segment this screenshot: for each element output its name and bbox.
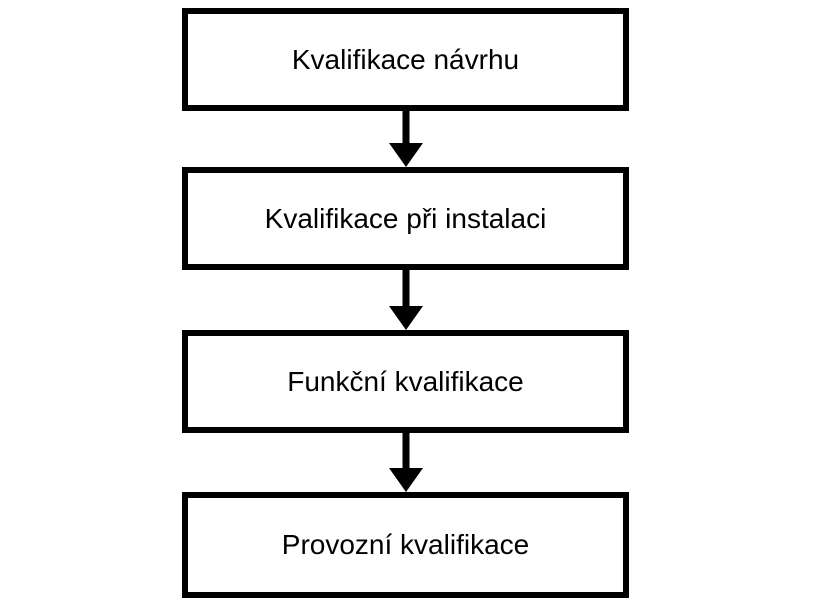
arrow-head <box>389 468 423 492</box>
arrow-shaft <box>402 432 410 474</box>
flow-step-kvalifikace-pri-instalaci: Kvalifikace při instalaci <box>182 167 629 270</box>
flow-step-label: Provozní kvalifikace <box>281 529 530 560</box>
flow-step-label: Funkční kvalifikace <box>287 365 524 397</box>
flow-step-provozni-kvalifikace: Provozní kvalifikace <box>182 492 629 598</box>
arrow-down-icon <box>389 432 423 492</box>
arrow-shaft <box>402 270 410 312</box>
flow-step-label: Kvalifikace návrhu <box>291 43 520 75</box>
arrow-down-icon <box>389 270 423 330</box>
arrow-shaft <box>402 111 410 149</box>
flow-step-label: Kvalifikace při instalaci <box>264 202 547 234</box>
flow-step-kvalifikace-navrhu: Kvalifikace návrhu <box>182 8 629 111</box>
arrow-down-icon <box>389 111 423 167</box>
arrow-head <box>389 143 423 167</box>
arrow-head <box>389 306 423 330</box>
flow-step-funkcni-kvalifikace: Funkční kvalifikace <box>182 330 629 433</box>
